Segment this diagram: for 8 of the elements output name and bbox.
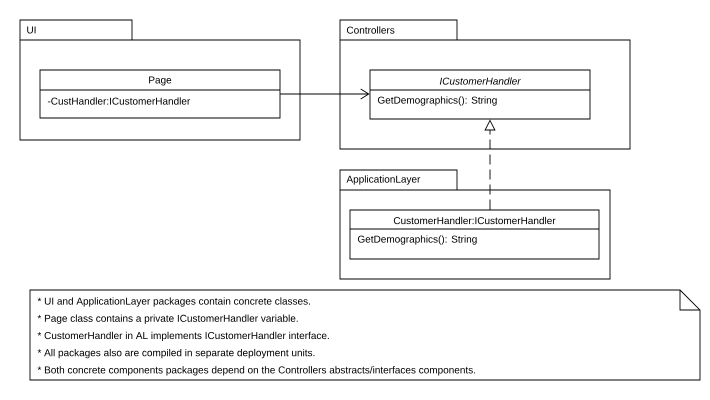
note: * UI and ApplicationLayer packages contain concrete classes. * Page class contains a private ICustomerHandler variable. * CustomerHandler in AL implements ICustomerHandler interface. * All packages also are compiled in separate deployment units. * Both concrete components packages depend on the Controllers abstracts/interfaces components. bbox=[30, 290, 700, 380]
node-label: UI bbox=[27, 26, 36, 34]
class-box: CustomerHandler:ICustomerHandler GetDemographics(): String bbox=[350, 210, 600, 260]
node-label: ApplicationLayer bbox=[346, 175, 420, 185]
class-box: ICustomerHandler GetDemographics(): String bbox=[370, 70, 590, 120]
node-label: Controllers bbox=[346, 26, 394, 34]
class-box: Page -CustHandler:ICustomerHandler bbox=[40, 70, 280, 118]
arrow bbox=[280, 88, 370, 100]
